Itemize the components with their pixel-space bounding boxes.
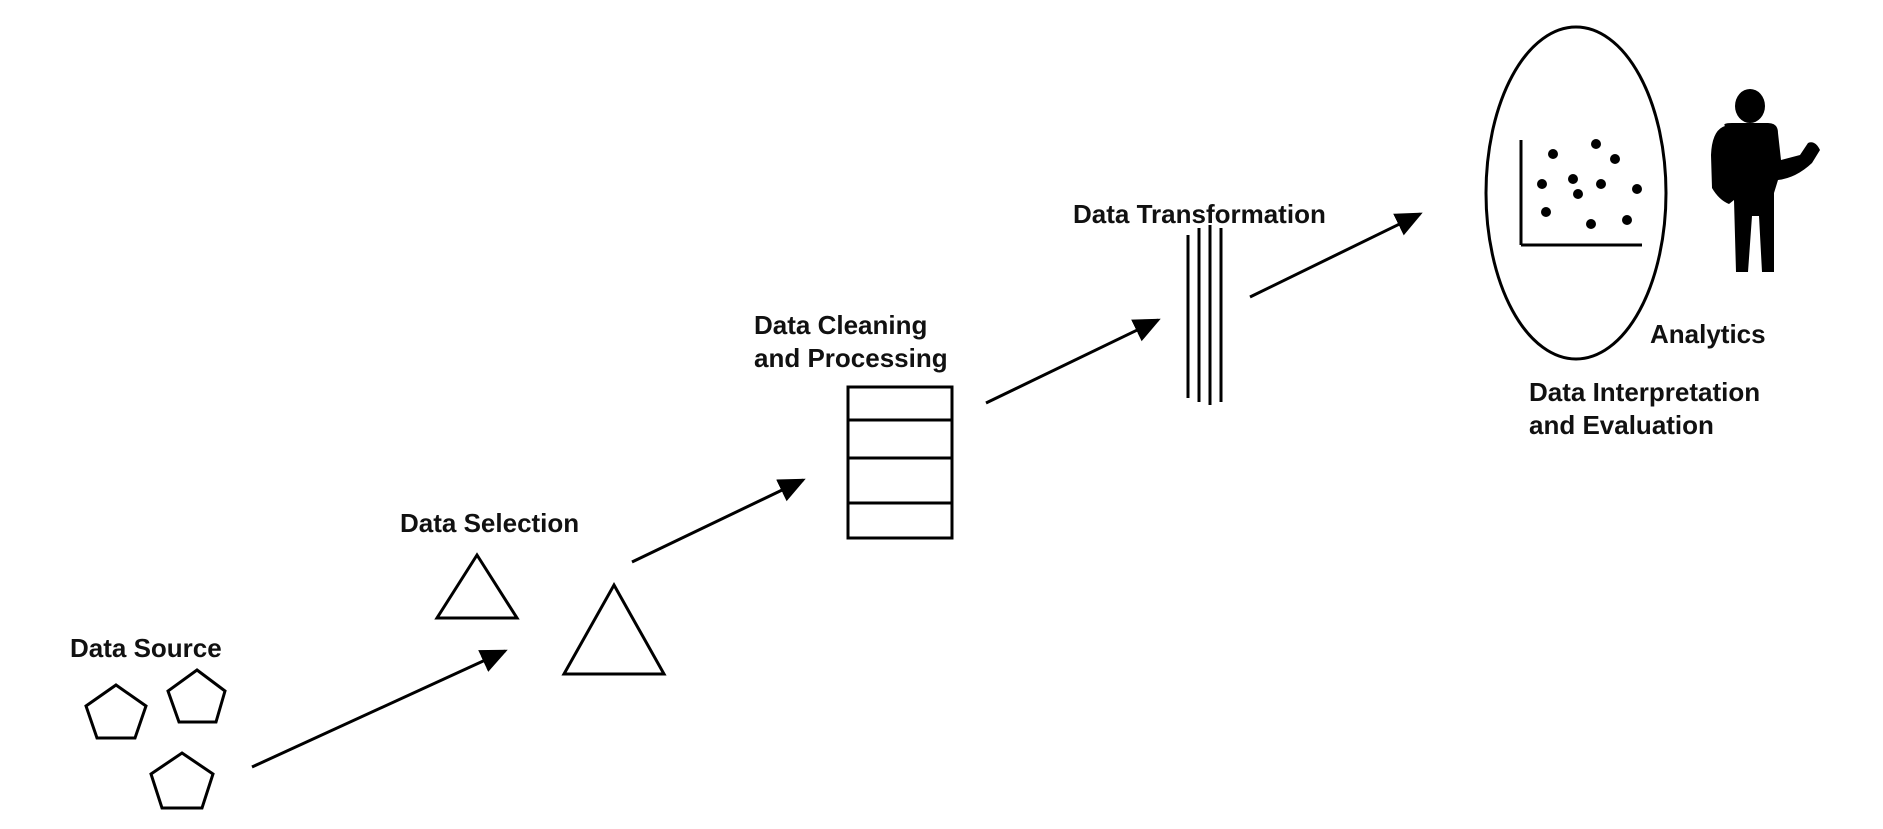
person-presenter-icon: [1711, 89, 1820, 272]
data-cleaning-label-line2: and Processing: [754, 343, 948, 373]
transformation-lines-icon: [1186, 225, 1223, 405]
data-cleaning-label-line1: Data Cleaning: [754, 310, 927, 340]
triangle-icon: [561, 581, 667, 676]
arrow-transformation-to-analytics: [1249, 212, 1423, 299]
triangle-icon: [434, 552, 520, 620]
data-interpretation-label-line2: and Evaluation: [1529, 410, 1714, 440]
scatter-plot-icon: [1519, 139, 1642, 247]
arrow-cleaning-to-transformation: [985, 318, 1161, 405]
data-transformation-label: Data Transformation: [1073, 199, 1326, 229]
data-interpretation-label-line1: Data Interpretation: [1529, 377, 1760, 407]
data-source-label: Data Source: [70, 633, 222, 663]
data-selection-label: Data Selection: [400, 508, 579, 538]
pentagon-icon: [166, 668, 227, 724]
pentagon-icon: [149, 751, 215, 810]
arrow-selection-to-cleaning: [631, 478, 806, 564]
pentagon-icon: [84, 683, 148, 740]
data-selection-triangles: [434, 552, 667, 676]
data-table-icon: [846, 385, 954, 540]
arrow-source-to-selection: [251, 649, 508, 769]
data-source-pentagons: [84, 668, 227, 810]
analytics-label: Analytics: [1650, 319, 1766, 349]
